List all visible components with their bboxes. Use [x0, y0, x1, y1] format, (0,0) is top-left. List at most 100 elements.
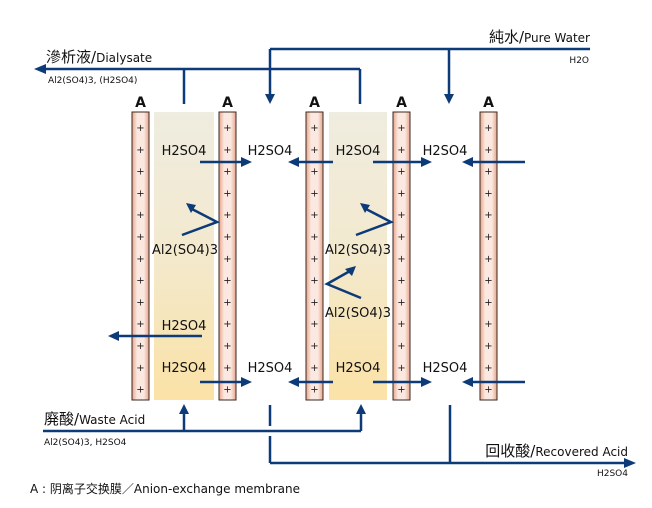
positive-charge-icon: + — [484, 145, 492, 156]
positive-charge-icon: + — [223, 232, 231, 243]
positive-charge-icon: + — [310, 297, 318, 308]
feed-chamber-2 — [329, 112, 387, 400]
positive-charge-icon: + — [136, 123, 144, 134]
positive-charge-icon: + — [484, 123, 492, 134]
arrow-down-icon — [444, 94, 454, 104]
positive-charge-icon: + — [310, 210, 318, 221]
positive-charge-icon: + — [397, 232, 405, 243]
feed-chamber-1 — [154, 112, 214, 400]
arrow-up-icon — [179, 404, 189, 414]
positive-charge-icon: + — [397, 297, 405, 308]
positive-charge-icon: + — [397, 385, 405, 396]
positive-charge-icon: + — [136, 232, 144, 243]
pure-water-line — [265, 47, 590, 104]
positive-charge-icon: + — [484, 341, 492, 352]
positive-charge-icon: + — [484, 210, 492, 221]
pure-water-composition: H2O — [569, 56, 589, 66]
positive-charge-icon: + — [136, 319, 144, 330]
arrow-left-icon — [288, 377, 299, 387]
positive-charge-icon: + — [136, 145, 144, 156]
positive-charge-icon: + — [484, 363, 492, 374]
dialysate-composition: Al2(SO4)3, (H2SO4) — [48, 76, 137, 86]
positive-charge-icon: + — [136, 297, 144, 308]
salt-label: Al2(SO4)3 — [325, 243, 391, 258]
acid-label: H2SO4 — [423, 361, 468, 376]
dialysate-label: 滲析液/Dialysate — [46, 48, 152, 66]
positive-charge-icon: + — [136, 276, 144, 287]
membrane-label: A — [483, 95, 494, 111]
positive-charge-icon: + — [484, 167, 492, 178]
positive-charge-icon: + — [223, 145, 231, 156]
positive-charge-icon: + — [223, 276, 231, 287]
acid-label: H2SO4 — [336, 144, 381, 159]
positive-charge-icon: + — [397, 341, 405, 352]
acid-label: H2SO4 — [162, 361, 207, 376]
anion-exchange-membrane: A+++++++++++++ — [131, 95, 150, 401]
positive-charge-icon: + — [397, 319, 405, 330]
arrow-left-icon — [34, 64, 46, 74]
acid-transfer-arrow — [462, 157, 525, 167]
arrow-right-icon — [241, 377, 252, 387]
positive-charge-icon: + — [310, 385, 318, 396]
dialysate-line — [34, 64, 362, 104]
positive-charge-icon: + — [136, 385, 144, 396]
acid-label: H2SO4 — [423, 144, 468, 159]
acid-transfer-arrow — [373, 377, 432, 387]
positive-charge-icon: + — [484, 276, 492, 287]
recovered-acid-label: 回收酸/Recovered Acid — [485, 442, 628, 460]
acid-label: H2SO4 — [248, 361, 293, 376]
positive-charge-icon: + — [397, 210, 405, 221]
positive-charge-icon: + — [136, 254, 144, 265]
positive-charge-icon: + — [310, 363, 318, 374]
positive-charge-icon: + — [397, 254, 405, 265]
positive-charge-icon: + — [223, 341, 231, 352]
positive-charge-icon: + — [223, 167, 231, 178]
positive-charge-icon: + — [397, 188, 405, 199]
positive-charge-icon: + — [484, 232, 492, 243]
positive-charge-icon: + — [310, 145, 318, 156]
acid-label: H2SO4 — [162, 319, 207, 334]
positive-charge-icon: + — [223, 297, 231, 308]
membrane-legend: A : 阴离子交换膜／Anion-exchange membrane — [30, 481, 300, 496]
recovered-acid-line — [268, 405, 636, 468]
acid-transfer-arrow — [288, 157, 333, 167]
waste-acid-composition: Al2(SO4)3, H2SO4 — [44, 438, 127, 448]
positive-charge-icon: + — [484, 188, 492, 199]
positive-charge-icon: + — [310, 341, 318, 352]
positive-charge-icon: + — [397, 123, 405, 134]
membrane-label: A — [309, 95, 320, 111]
positive-charge-icon: + — [310, 188, 318, 199]
positive-charge-icon: + — [397, 167, 405, 178]
positive-charge-icon: + — [136, 167, 144, 178]
positive-charge-icon: + — [310, 167, 318, 178]
acid-transfer-arrow — [373, 157, 432, 167]
arrow-right-icon — [624, 458, 636, 468]
positive-charge-icon: + — [310, 319, 318, 330]
arrow-left-icon — [288, 157, 299, 167]
positive-charge-icon: + — [484, 385, 492, 396]
positive-charge-icon: + — [223, 319, 231, 330]
pure-water-label: 純水/Pure Water — [489, 28, 590, 46]
waste-acid-line — [43, 404, 366, 433]
positive-charge-icon: + — [484, 254, 492, 265]
waste-acid-label: 廃酸/Waste Acid — [44, 410, 145, 428]
positive-charge-icon: + — [223, 123, 231, 134]
positive-charge-icon: + — [484, 297, 492, 308]
salt-label: Al2(SO4)3 — [325, 306, 391, 321]
arrow-down-icon — [265, 94, 275, 104]
positive-charge-icon: + — [136, 363, 144, 374]
arrow-right-icon — [241, 157, 252, 167]
positive-charge-icon: + — [223, 210, 231, 221]
salt-reflect-arrow-1 — [181, 203, 221, 237]
arrow-left-icon — [108, 331, 119, 341]
anion-exchange-membrane: A+++++++++++++ — [392, 95, 411, 401]
positive-charge-icon: + — [397, 276, 405, 287]
anion-exchange-membrane: A+++++++++++++ — [479, 95, 498, 401]
acid-transfer-arrow — [288, 377, 333, 387]
anion-exchange-membrane: A+++++++++++++ — [305, 95, 324, 401]
positive-charge-icon: + — [136, 341, 144, 352]
salt-reflect-arrow-3 — [324, 266, 362, 300]
positive-charge-icon: + — [223, 188, 231, 199]
anion-exchange-membrane: A+++++++++++++ — [218, 95, 237, 401]
